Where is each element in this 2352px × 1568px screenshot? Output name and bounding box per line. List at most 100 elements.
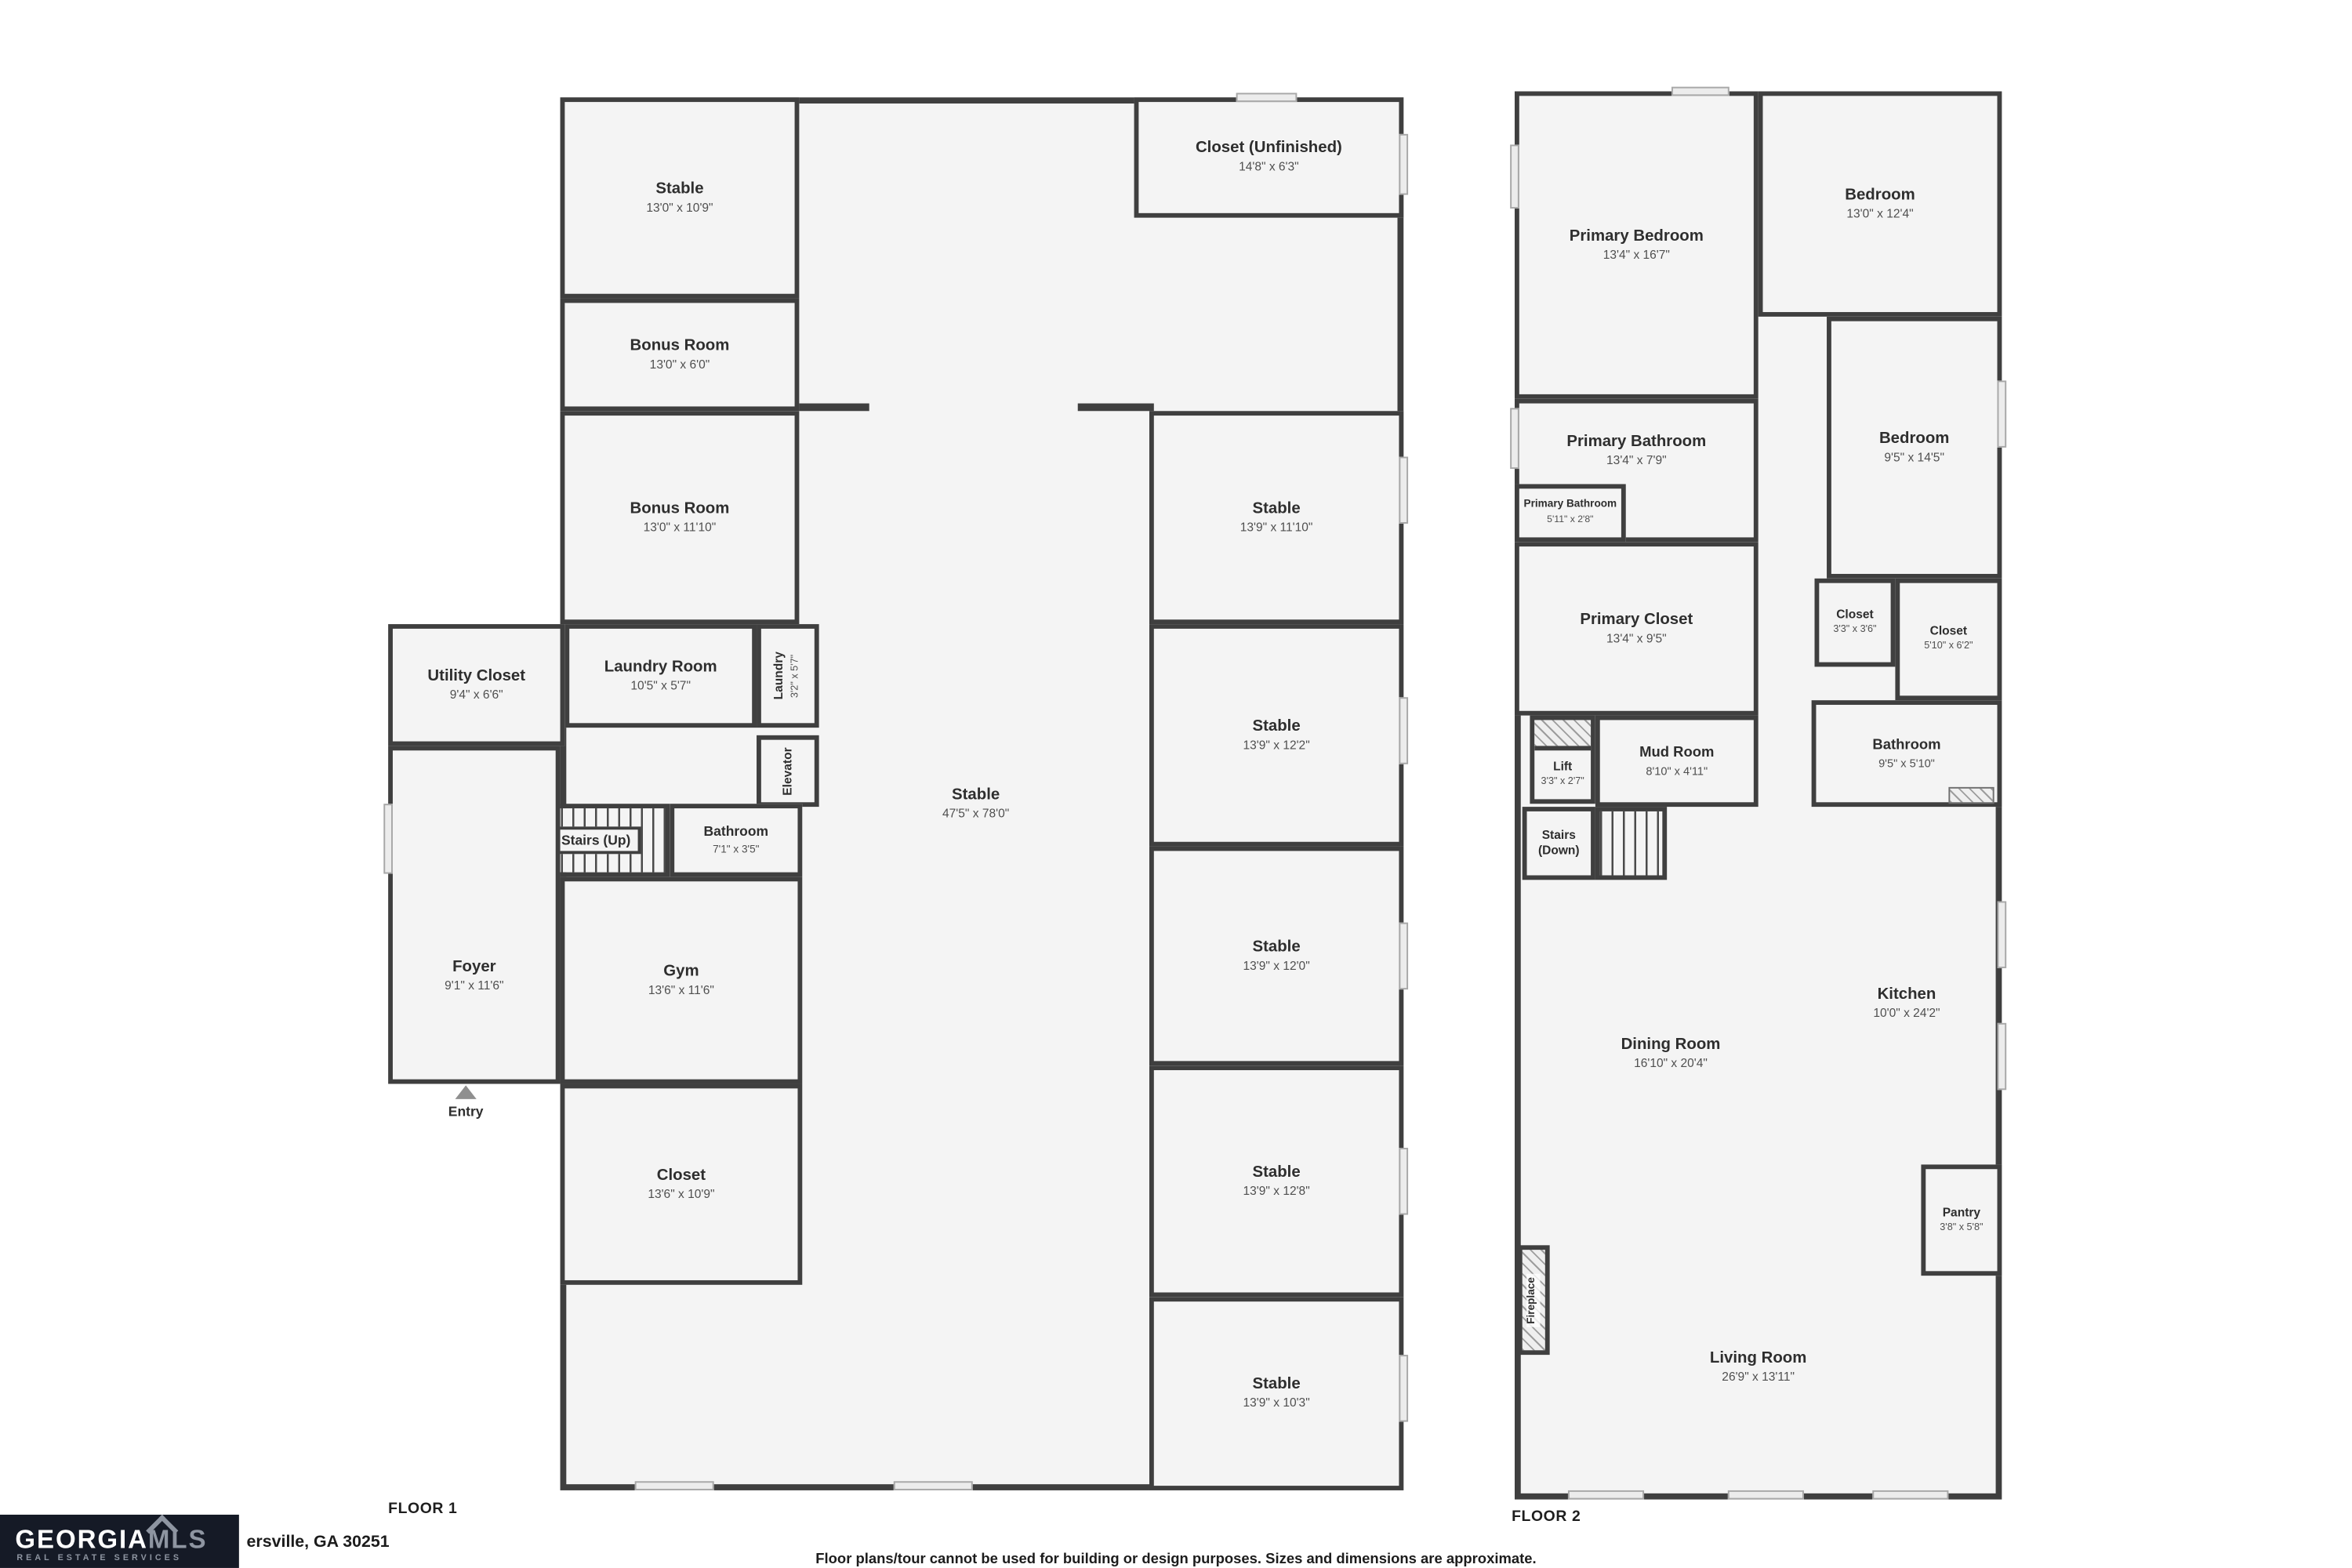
room-stairs-down: Stairs (Down) <box>1522 807 1595 880</box>
room-name: Elevator <box>780 746 794 796</box>
room-stable-top-left: Stable 13'0" x 10'9" <box>560 97 800 299</box>
room-name: Utility Closet <box>427 666 526 685</box>
room-name: Stairs (Down) <box>1537 828 1580 858</box>
room-name: Lift <box>1553 760 1573 774</box>
room-dims: 13'4" x 9'5" <box>1606 631 1667 646</box>
room-stable-right-2: Stable 13'9" x 12'2" <box>1149 624 1404 847</box>
room-dims: 8'10" x 4'11" <box>1646 763 1708 778</box>
bathroom-hatch <box>1948 786 1994 804</box>
room-stable-right-4: Stable 13'9" x 12'8" <box>1149 1065 1404 1298</box>
room-dims: 5'11" x 2'8" <box>1547 514 1594 525</box>
room-bedroom-2: Bedroom 9'5" x 14'5" <box>1827 316 2002 579</box>
room-name: Foyer <box>452 956 496 976</box>
room-name: Kitchen <box>1877 984 1936 1004</box>
room-stable-right-3: Stable 13'9" x 12'0" <box>1149 846 1404 1066</box>
room-dining-room: Dining Room 16'10" x 20'4" <box>1553 1029 1789 1078</box>
window <box>1236 93 1298 103</box>
room-lift: Lift 3'3" x 2'7" <box>1530 715 1595 804</box>
room-living-room: Living Room 26'9" x 13'11" <box>1636 1343 1880 1392</box>
brand-georgia: GEORGIA <box>15 1525 148 1555</box>
room-closet-floor1: Closet 13'6" x 10'9" <box>560 1083 803 1285</box>
room-dims: 13'0" x 10'9" <box>646 201 713 215</box>
room-dims: 3'8" x 5'8" <box>1940 1221 1984 1233</box>
room-bathroom-floor1: Bathroom 7'1" x 3'5" <box>670 804 803 877</box>
window <box>1399 1355 1409 1422</box>
room-dims: 9'5" x 5'10" <box>1878 756 1935 770</box>
room-dims: 13'9" x 12'0" <box>1243 958 1310 973</box>
disclaimer-text: Floor plans/tour cannot be used for buil… <box>815 1551 1537 1568</box>
room-dims: 9'4" x 6'6" <box>449 688 503 702</box>
room-dims: 13'6" x 10'9" <box>648 1187 715 1201</box>
room-name: Dining Room <box>1621 1034 1721 1054</box>
stairs-down-treads <box>1595 807 1668 880</box>
room-dims: 3'3" x 3'6" <box>1833 624 1877 636</box>
window <box>893 1481 973 1490</box>
room-fireplace: Fireplace <box>1517 1245 1550 1356</box>
room-name: Primary Bathroom <box>1523 499 1617 510</box>
room-closet-unfinished: Closet (Unfinished) 14'8" x 6'3" <box>1134 97 1404 218</box>
room-dims: 13'0" x 12'4" <box>1846 206 1914 221</box>
room-dims: 13'6" x 11'6" <box>648 983 714 997</box>
room-name: Stable <box>655 179 704 198</box>
room-stable-center: Stable 47'5" x 78'0" <box>852 779 1099 828</box>
room-dims: 13'0" x 6'0" <box>649 358 710 372</box>
brand-tagline: REAL ESTATE SERVICES <box>16 1554 183 1564</box>
room-name: Primary Closet <box>1580 610 1693 629</box>
room-bonus-room-small: Bonus Room 13'0" x 6'0" <box>560 298 800 412</box>
room-name: Pantry <box>1942 1205 1981 1219</box>
room-dims: 13'9" x 12'2" <box>1243 738 1310 752</box>
window <box>1997 1022 2007 1091</box>
window <box>1567 1490 1645 1500</box>
window <box>1997 901 2007 968</box>
room-name: Stable <box>952 785 1000 804</box>
room-name: Stable <box>1252 499 1301 517</box>
room-name: Living Room <box>1709 1348 1807 1367</box>
room-name: Closet <box>1929 624 1968 639</box>
room-name: Laundry <box>771 652 786 700</box>
room-closet-small: Closet 3'3" x 3'6" <box>1814 578 1896 667</box>
room-name: Bonus Room <box>630 336 730 354</box>
room-name: Laundry Room <box>604 657 717 676</box>
brand-mls: MLS <box>147 1525 208 1555</box>
room-bonus-room-large: Bonus Room 13'0" x 11'10" <box>560 411 800 625</box>
room-stable-right-5: Stable 13'9" x 10'3" <box>1149 1297 1404 1490</box>
room-closet-mid: Closet 5'10" x 6'2" <box>1895 578 2002 701</box>
property-address: ersville, GA 30251 <box>246 1533 390 1552</box>
window <box>1727 1490 1804 1500</box>
room-primary-bedroom: Primary Bedroom 13'4" x 16'7" <box>1514 91 1759 399</box>
room-name: Stairs (Up) <box>550 826 641 855</box>
window <box>1399 1148 1409 1215</box>
window <box>1997 380 2007 448</box>
room-dims: 9'5" x 14'5" <box>1884 450 1944 464</box>
room-dims: 9'1" x 11'6" <box>445 978 504 993</box>
room-foyer: Foyer 9'1" x 11'6" <box>388 746 561 1084</box>
room-primary-bathroom-2: Primary Bathroom 5'11" x 2'8" <box>1514 484 1626 543</box>
window <box>1872 1490 1949 1500</box>
room-dims: 5'10" x 6'2" <box>1924 641 1973 652</box>
wall-segment <box>799 403 869 412</box>
room-mud-room: Mud Room 8'10" x 4'11" <box>1595 715 1759 808</box>
room-dims: 47'5" x 78'0" <box>942 806 1010 821</box>
room-name: Bonus Room <box>630 499 730 517</box>
room-name: Mud Room <box>1639 743 1715 761</box>
entry-label: Entry <box>448 1103 484 1120</box>
window <box>634 1481 714 1490</box>
room-gym: Gym 13'6" x 11'6" <box>560 877 803 1084</box>
floor1-label: FLOOR 1 <box>388 1501 458 1518</box>
room-name: Closet <box>656 1165 706 1185</box>
room-name: Stable <box>1252 1162 1301 1181</box>
window <box>1510 144 1519 209</box>
room-name: Bedroom <box>1878 429 1950 448</box>
room-name: Primary Bathroom <box>1566 431 1707 451</box>
window <box>1671 86 1730 96</box>
room-dims: 13'9" x 10'3" <box>1243 1396 1310 1410</box>
room-dims: 13'9" x 12'8" <box>1243 1184 1310 1198</box>
room-name: Gym <box>663 961 699 980</box>
room-laundry-room: Laundry Room 10'5" x 5'7" <box>564 624 757 728</box>
room-primary-bathroom: Primary Bathroom 13'4" x 7'9" <box>1514 398 1759 543</box>
room-name: Bathroom <box>703 824 769 840</box>
room-name: Stable <box>1252 1374 1301 1394</box>
